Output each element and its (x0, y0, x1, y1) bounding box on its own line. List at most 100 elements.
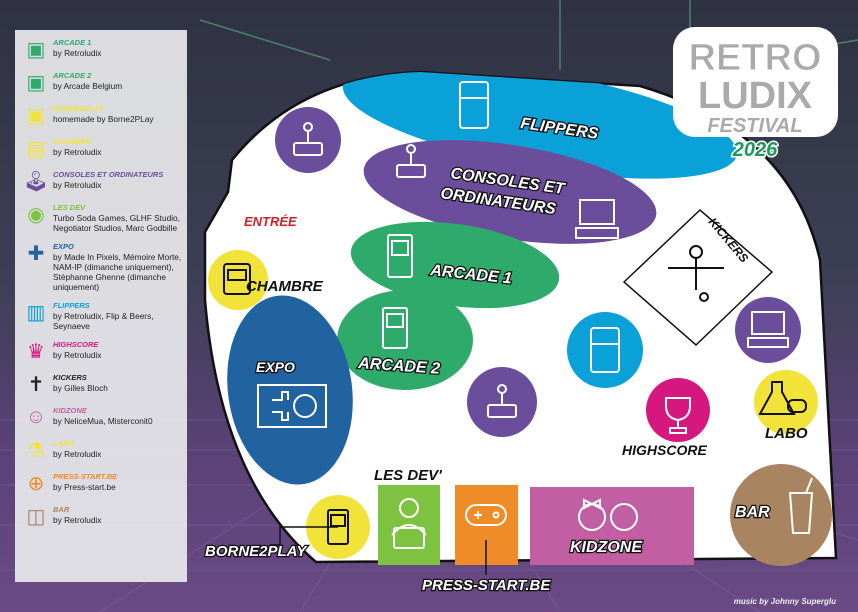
legend-desc: by NeliceMua, Misterconit0 (53, 416, 153, 426)
legend-text: Kidzoneby NeliceMua, Misterconit0 (53, 404, 153, 426)
logo-line3: FESTIVAL (707, 115, 802, 137)
legend-text: Borne2Playhomemade by Borne2PLay (53, 102, 154, 124)
legend-item: ✝ Kickersby Gilles Bloch (19, 371, 187, 397)
legend-text: Flippersby Retroludix, Flip & Beers, Sey… (53, 299, 187, 331)
arcade-cabinet-icon (327, 509, 349, 545)
label-borne2play: BORNE2PLAY (205, 543, 308, 560)
retro-tv-icon (223, 263, 251, 295)
zone-flippers[interactable] (335, 38, 746, 202)
logo-line1: RETRO (689, 37, 822, 79)
zone-labo[interactable] (754, 370, 818, 434)
controller-icon: ⊕ (27, 472, 45, 495)
legend-title: Press-start.be (53, 472, 118, 481)
arcade-cabinet-icon (382, 307, 408, 349)
legend-text: Arcade 1by Retroludix (53, 36, 101, 58)
legend-item: ⊕ Press-start.beby Press-start.be (19, 470, 187, 496)
legend-text: Chambreby Retroludix (53, 135, 101, 157)
legend-text: Expoby Made In Pixels, Mémoire Morte, NA… (53, 240, 187, 292)
arcade-cabinet-icon (387, 234, 413, 278)
legend-desc: by Retroludix (53, 180, 102, 190)
label-expo: EXPO (256, 359, 295, 375)
pinball-icon: ▥ (26, 301, 46, 324)
legend-text: Press-start.beby Press-start.be (53, 470, 117, 492)
pinball-icon (459, 81, 489, 129)
borne2play-pointer (270, 526, 338, 546)
legend-text: Barby Retroludix (53, 503, 101, 525)
zone-kickers[interactable] (622, 208, 774, 347)
pinball-spot[interactable] (567, 312, 643, 388)
zone-arcade1[interactable] (345, 210, 564, 320)
legend-item: ▣ Borne2Playhomemade by Borne2PLay (19, 102, 187, 128)
zone-highscore[interactable] (646, 378, 710, 442)
legend-desc: by Press-start.be (53, 482, 116, 492)
arcade-cabinet-icon: ▣ (26, 71, 46, 94)
developer-laptop-icon (391, 498, 427, 549)
legend-desc: by Retroludix, Flip & Beers, Seynaeve (53, 311, 154, 331)
legend-title: Chambre (53, 137, 92, 146)
legend-text: Highscoreby Retroludix (53, 338, 101, 360)
computer-icon (747, 311, 789, 348)
legend-title: Les Dev (53, 203, 86, 212)
label-highscore: HIGHSCORE (622, 442, 707, 458)
arcade-cabinet-icon: ▣ (26, 104, 46, 127)
legend-title: Expo (53, 242, 74, 251)
pinball-icon (590, 327, 620, 373)
logo-year: 2026 (732, 139, 778, 161)
developer-laptop-icon: ◉ (27, 203, 45, 226)
legend-desc: by Retroludix (53, 147, 102, 157)
joystick-icon (396, 144, 426, 178)
drink-icon: ◫ (26, 505, 46, 528)
foosball-icon: ✝ (27, 373, 45, 396)
label-bar: BAR (735, 504, 770, 521)
gamepad-icon (257, 384, 327, 428)
legend-title: Arcade 2 (53, 71, 92, 80)
legend-item: ◫ Barby Retroludix (19, 503, 187, 529)
controller-icon (465, 504, 507, 526)
legend-item: ✚Expoby Made In Pixels, Mémoire Morte, N… (19, 240, 187, 292)
legend-text: Arcade 2by Arcade Belgium (53, 69, 122, 91)
trophy-icon (665, 397, 691, 434)
legend-item: ▣ Arcade 1by Retroludix (19, 36, 187, 62)
legend-title: Highscore (53, 340, 99, 349)
legend-desc: by Retroludix (53, 48, 102, 58)
legend-desc: by Arcade Belgium (53, 81, 123, 91)
label-kidzone: KIDZONE (570, 539, 643, 556)
legend-item: ⚗ Laboby Retroludix (19, 437, 187, 463)
legend-desc: by Gilles Bloch (53, 383, 108, 393)
flask-icon: ⚗ (27, 439, 45, 462)
kids-icon: ☺ (25, 405, 47, 428)
music-credit: music by Johnny Superglu (733, 597, 836, 606)
legend-text: Laboby Retroludix (53, 437, 101, 459)
legend-title: Arcade 1 (53, 38, 92, 47)
label-chambre: CHAMBRE (246, 278, 324, 295)
legend-item: ▣ Arcade 2by Arcade Belgium (19, 69, 187, 95)
legend-text: Les DevTurbo Soda Games, GLHF Studio, Ne… (53, 201, 187, 233)
kids-icon (578, 498, 638, 531)
legend-desc: by Retroludix (53, 350, 102, 360)
legend-panel: ▣Arcade 1by Retroludix▣Arcade 2by Arcade… (15, 30, 187, 582)
legend-item: ▤Chambreby Retroludix (19, 135, 187, 161)
flask-icon (758, 381, 807, 415)
legend-item: ♛Highscoreby Retroludix (19, 338, 187, 364)
label-entrance: ENTRÉE (244, 214, 297, 229)
legend-desc: homemade by Borne2PLay (53, 114, 154, 124)
drink-icon (788, 477, 814, 534)
zone-consoles[interactable] (356, 122, 663, 261)
joystick-icon (487, 384, 517, 418)
label-pressstart: PRESS-START.BE (422, 577, 551, 594)
legend-title: Consoles et ordinateurs (53, 170, 164, 179)
zone-arcade2[interactable] (337, 290, 473, 390)
joystick-icon (293, 122, 323, 156)
legend-text: Consoles et ordinateursby Retroludix (53, 168, 163, 190)
label-labo: LABO (765, 425, 808, 442)
legend-title: Kickers (53, 373, 87, 382)
zone-kidzone[interactable] (530, 487, 694, 565)
legend-desc: Turbo Soda Games, GLHF Studio, Negotiato… (53, 213, 180, 233)
zone-expo[interactable] (215, 287, 364, 492)
computer-spot[interactable] (735, 297, 801, 363)
legend-desc: by Retroludix (53, 515, 102, 525)
legend-text: Kickersby Gilles Bloch (53, 371, 108, 393)
foosball-icon (668, 245, 724, 302)
arcade-cabinet-icon: ▣ (26, 38, 46, 61)
